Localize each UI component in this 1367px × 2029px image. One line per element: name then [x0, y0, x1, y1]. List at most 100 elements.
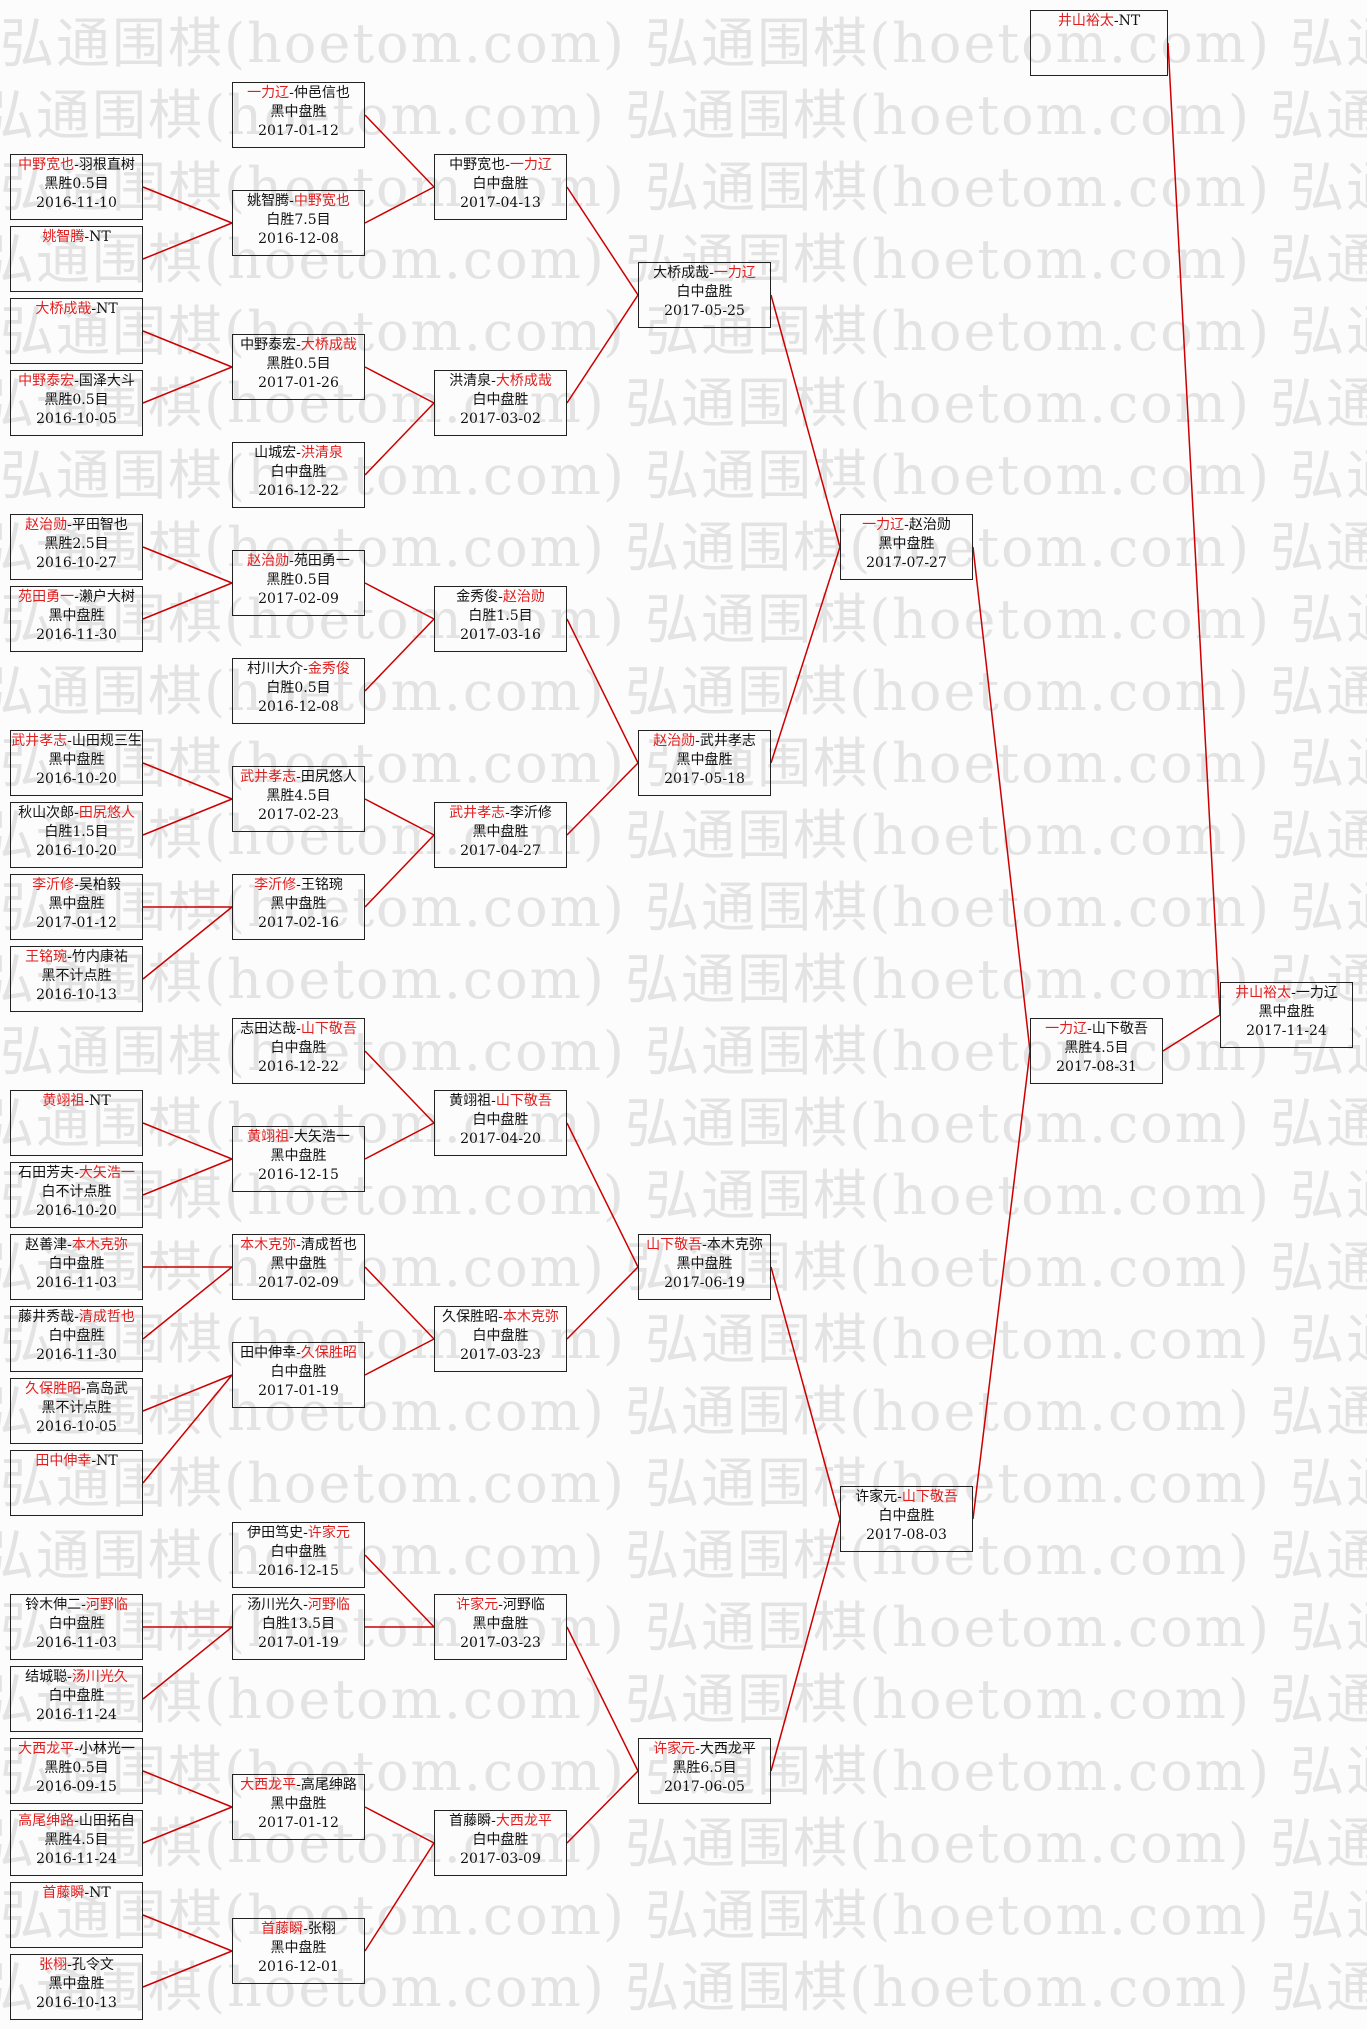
connector-line [364, 1842, 435, 1952]
match-date: 2016-10-20 [36, 771, 117, 787]
connector-line [142, 582, 233, 620]
match-result: 黑中盘胜 [270, 896, 327, 912]
winner-name: 黄翊祖 [247, 1129, 290, 1145]
match-players: 许家元-山下敬吾 [841, 1488, 972, 1507]
match-date: 2016-10-13 [36, 1995, 117, 2011]
player-name: 张栩 [307, 1921, 336, 1937]
players-separator: - [289, 85, 294, 101]
winner-name: 洪清泉 [300, 445, 343, 461]
match-result: 白中盘胜 [472, 1832, 529, 1848]
match-players: 首藤瞬-张栩 [233, 1920, 364, 1939]
player-name: 秋山次郎 [18, 805, 75, 821]
match-result: 黑中盘胜 [48, 1976, 105, 1992]
match-players: 武井孝志-田尻悠人 [233, 768, 364, 787]
players-separator: - [491, 373, 496, 389]
match-players: 李沂修-王铭琬 [233, 876, 364, 895]
players-separator: - [74, 373, 79, 389]
match-players: 石田芳夫-大矢浩一 [11, 1164, 142, 1183]
match-date: 2016-10-13 [36, 987, 117, 1003]
connector-line [142, 1806, 233, 1844]
match-result: 黑胜6.5目 [672, 1760, 737, 1776]
watermark-text: 弘通围棋(hoetom.com) 弘通围棋(hoetom.com) 弘通围棋(h… [0, 1524, 1367, 1587]
match-players: 姚智腾-中野宽也 [233, 192, 364, 211]
player-name: 大矢浩一 [293, 1129, 350, 1145]
match-players: 王铭琬-竹内康祐 [11, 948, 142, 967]
winner-name: 井山裕太 [1057, 13, 1114, 29]
players-separator: - [81, 1597, 86, 1613]
player-name: 黄翊祖 [449, 1093, 492, 1109]
match-players: 田中伸幸-久保胜昭 [233, 1344, 364, 1363]
match-date: 2017-02-23 [258, 807, 339, 823]
players-separator: - [296, 1021, 301, 1037]
player-name: 田中伸幸 [240, 1345, 297, 1361]
player-name: NT [89, 1093, 111, 1109]
match-result: 黑胜0.5目 [44, 1760, 109, 1776]
match-result: 黑胜4.5目 [266, 788, 331, 804]
match-result: 黑中盘胜 [472, 1616, 529, 1632]
connector-line [566, 618, 639, 764]
connector-line [364, 1806, 435, 1844]
winner-name: 武井孝志 [11, 733, 68, 749]
match-players: 赵治勋-苑田勇一 [233, 552, 364, 571]
player-name: 志田达哉 [240, 1021, 297, 1037]
player-name: 本木克弥 [706, 1237, 763, 1253]
match-result: 黑中盘胜 [1258, 1004, 1315, 1020]
connector-line [142, 798, 233, 836]
match-result: 白中盘胜 [878, 1508, 935, 1524]
match-result: 黑胜4.5目 [44, 1832, 109, 1848]
players-separator: - [84, 229, 90, 245]
match-date: 2016-10-20 [36, 1203, 117, 1219]
match-result: 黑胜2.5目 [44, 536, 109, 552]
match-result: 白胜7.5目 [266, 212, 331, 228]
winner-name: 高尾绅路 [18, 1813, 75, 1829]
winner-name: 金秀俊 [307, 661, 350, 677]
connector-line [142, 186, 233, 224]
players-separator: - [498, 1309, 503, 1325]
winner-name: 赵治勋 [653, 733, 696, 749]
match-players: 洪清泉-大桥成哉 [435, 372, 566, 391]
match-result: 黑中盘胜 [48, 608, 105, 624]
match-result: 白不计点胜 [41, 1184, 112, 1200]
player-name: 高尾绅路 [300, 1777, 357, 1793]
player-name: 村川大介 [247, 661, 304, 677]
winner-name: 大西龙平 [495, 1813, 552, 1829]
players-separator: - [296, 877, 301, 893]
match-players: 中野泰宏-国泽大斗 [11, 372, 142, 391]
winner-name: 大桥成哉 [35, 301, 92, 317]
players-separator: - [505, 157, 510, 173]
connector-line [566, 186, 639, 296]
player-name: 山田拓自 [78, 1813, 135, 1829]
winner-name: 首藤瞬 [261, 1921, 304, 1937]
match-players: 中野宽也-一力辽 [435, 156, 566, 175]
match-result: 白中盘胜 [472, 1328, 529, 1344]
players-separator: - [296, 1237, 301, 1253]
watermark-text: 弘通围棋(hoetom.com) 弘通围棋(hoetom.com) 弘通围棋(h… [0, 732, 1367, 795]
connector-line [364, 1122, 435, 1160]
match-players: 李沂修-吴柏毅 [11, 876, 142, 895]
connector-line [770, 294, 841, 548]
match-date: 2016-09-15 [36, 1779, 117, 1795]
players-separator: - [67, 517, 72, 533]
match-result: 白中盘胜 [48, 1328, 105, 1344]
players-separator: - [67, 949, 72, 965]
player-name: 小林光一 [78, 1741, 135, 1757]
connector-line [142, 330, 233, 368]
match-players: 赵治勋-平田智也 [11, 516, 142, 535]
match-date: 2016-12-22 [258, 1059, 339, 1075]
connector-line [142, 222, 233, 260]
player-name: 田尻悠人 [300, 769, 357, 785]
connector-line [972, 1050, 1031, 1520]
winner-name: 首藤瞬 [42, 1885, 85, 1901]
connector-line [364, 618, 435, 692]
watermark-text: 弘通围棋(hoetom.com) 弘通围棋(hoetom.com) 弘通围棋(h… [0, 1092, 1367, 1155]
player-name: 吴柏毅 [78, 877, 121, 893]
match-players: 田中伸幸-NT [11, 1452, 142, 1471]
